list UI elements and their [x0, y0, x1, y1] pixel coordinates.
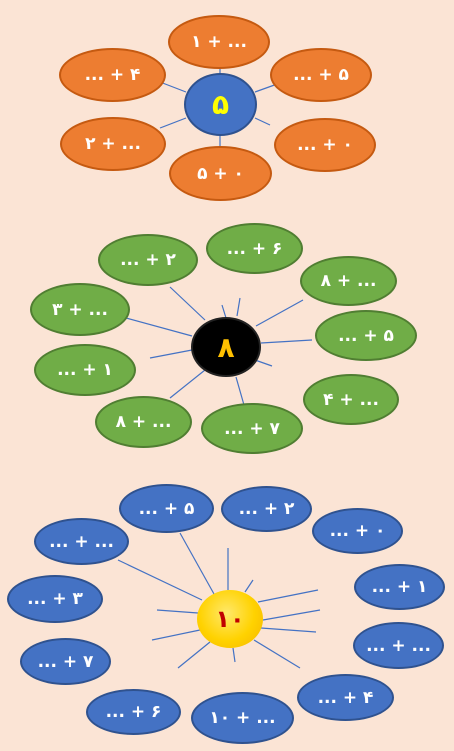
flower3-petal-11[interactable]: ... + ۵ — [119, 484, 214, 533]
flower3-petal-7[interactable]: ... + ۶ — [86, 689, 181, 735]
flower3-center: ۱۰ — [197, 590, 263, 648]
flower3-petal-2[interactable]: ... + ۰ — [312, 508, 403, 554]
flower1-petal-4[interactable]: ۵ + ۰ — [169, 146, 272, 201]
flower2-petal-9[interactable]: ... + ۲ — [98, 234, 198, 286]
flower2-petal-8[interactable]: ۳ + ... — [30, 283, 130, 336]
flower3-petal-9[interactable]: ... + ۳ — [7, 575, 103, 623]
flower3-petal-4[interactable]: ... + ... — [353, 622, 444, 669]
flower3-petal-10[interactable]: ... + ... — [34, 518, 129, 565]
flower1-center-number: ۵ — [211, 88, 230, 121]
flower3-petal-6[interactable]: ۱۰ + ... — [191, 692, 294, 744]
flower3-petal-8[interactable]: ... + ۷ — [20, 638, 111, 685]
flower1-petal-5[interactable]: ۲ + ... — [60, 117, 166, 171]
flower3-petal-5[interactable]: ... + ۴ — [297, 674, 394, 721]
flower3-petal-1[interactable]: ... + ۲ — [221, 486, 312, 532]
flower3-lines — [117, 532, 321, 669]
flower3-center-number: ۱۰ — [215, 605, 245, 633]
flower2-petal-2[interactable]: ۸ + ... — [300, 256, 397, 306]
flower2-petal-3[interactable]: ... + ۵ — [315, 310, 417, 361]
flower1-petal-3[interactable]: ... + ۰ — [274, 118, 376, 172]
flower2-petal-7[interactable]: ... + ۱ — [34, 344, 136, 396]
flower2-center-number: ۸ — [217, 330, 235, 364]
flower1-center: ۵ — [184, 73, 257, 136]
flower1-petal-6[interactable]: ... + ۴ — [59, 48, 166, 102]
flower1-petal-1[interactable]: ۱ + ... — [168, 15, 270, 69]
flower2-petal-5[interactable]: ... + ۷ — [201, 403, 303, 454]
flower2-petal-4[interactable]: ۴ + ... — [303, 374, 399, 425]
flower2-petal-6[interactable]: ۸ + ... — [95, 396, 192, 448]
flower2-lines — [125, 286, 313, 406]
flower2-petal-1[interactable]: ... + ۶ — [206, 223, 303, 274]
flower2-center: ۸ — [191, 317, 261, 377]
flower3-petal-3[interactable]: ... + ۱ — [354, 564, 445, 610]
flower1-petal-2[interactable]: ... + ۵ — [270, 48, 372, 102]
